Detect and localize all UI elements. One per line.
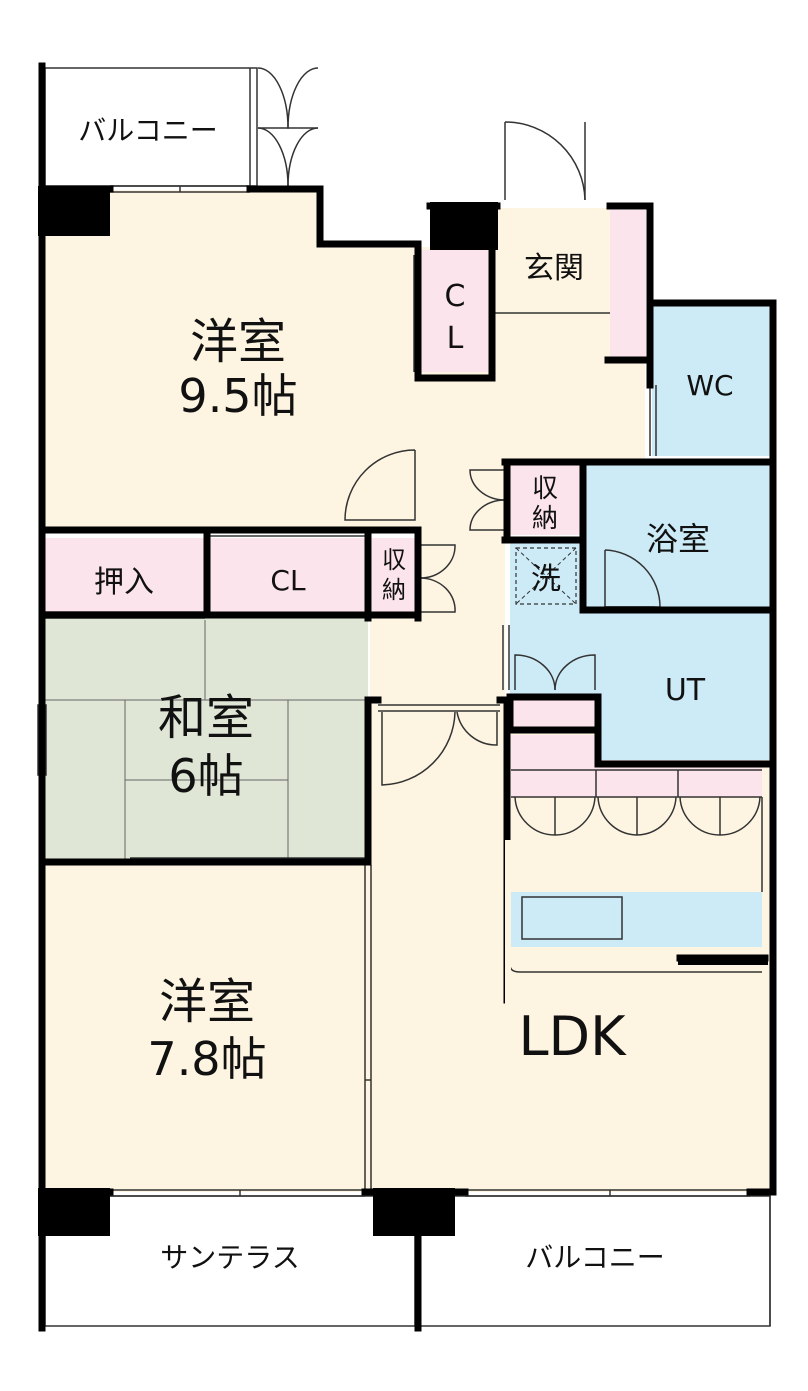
ut-label: UT [665, 673, 706, 708]
sun-terrace-label: サンテラス [160, 1241, 299, 1274]
western-room-1-floor [45, 190, 418, 528]
labels: バルコニー 洋室 9.5帖 C L 玄関 WC 収 納 浴室 押入 CL 収 納… [78, 114, 733, 1274]
japanese-room-label: 和室 [158, 690, 254, 746]
cl-vertical-floor [420, 250, 488, 372]
cl-vertical-line1: C [445, 279, 466, 314]
oshiire-label: 押入 [94, 565, 154, 600]
balcony-top-label: バルコニー [78, 114, 217, 147]
room-fills [45, 190, 770, 1192]
door-swings [257, 67, 761, 836]
western-room-1-size: 9.5帖 [178, 369, 297, 423]
washer-pan [515, 547, 577, 605]
kitchen-counter-floor [510, 892, 762, 947]
storage-1-floor [510, 465, 580, 535]
cl-horizontal-label: CL [270, 564, 306, 597]
tatami-lines [45, 620, 368, 860]
storage-1-line2: 納 [532, 504, 558, 534]
storage-1-line1: 収 [532, 474, 558, 504]
balcony-bottom-label: バルコニー [525, 1241, 664, 1274]
western-room-2-label: 洋室 [159, 974, 255, 1030]
ldk-label: LDK [518, 1005, 627, 1068]
storage-2-line2: 納 [382, 576, 406, 604]
ldk-partition-cover [505, 735, 511, 1005]
bath-floor [585, 465, 770, 607]
entrance-label: 玄関 [524, 251, 584, 286]
bath-label: 浴室 [646, 520, 710, 558]
japanese-room-floor [45, 618, 368, 860]
wc-floor [652, 306, 770, 456]
western-room-2-floor [45, 865, 370, 1192]
storage-2-floor [372, 538, 416, 612]
wc-label: WC [686, 369, 733, 402]
cl-horizontal-floor [210, 538, 365, 612]
japanese-room-size: 6帖 [168, 749, 243, 803]
western-room-2-size: 7.8帖 [147, 1032, 266, 1086]
oshiire-floor [45, 538, 205, 612]
storage-2-line1: 収 [382, 546, 406, 574]
shoe-storage-floor [610, 210, 646, 360]
western-room-1-label: 洋室 [190, 314, 286, 370]
kitchen-storage-floor [510, 700, 596, 728]
washer-label: 洗 [531, 562, 561, 597]
cl-vertical-line2: L [447, 321, 464, 356]
columns [38, 186, 768, 1236]
